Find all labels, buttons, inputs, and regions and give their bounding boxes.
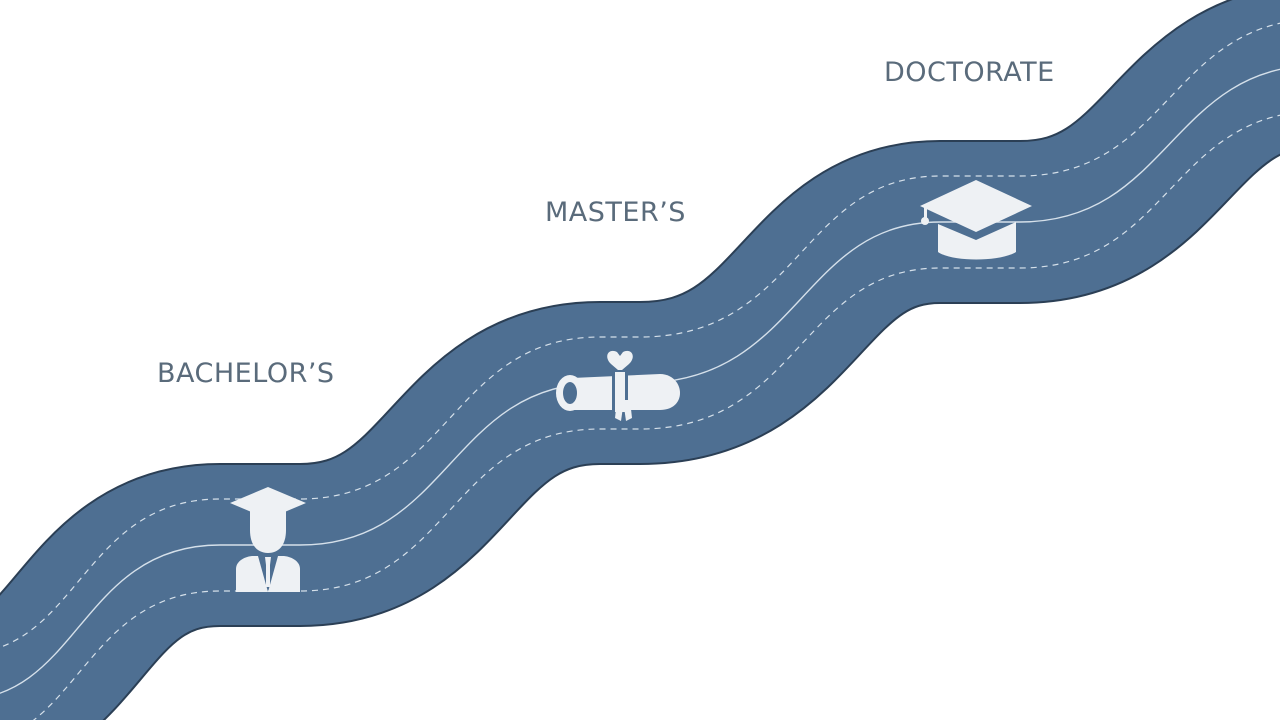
stage-label-bachelor: BACHELOR’S (157, 358, 335, 389)
stage-label-master: MASTER’S (545, 197, 686, 228)
graduate-person-icon (230, 487, 306, 592)
mortarboard-cap-icon (920, 180, 1032, 260)
stage-label-doctorate: DOCTORATE (884, 57, 1055, 88)
diploma-scroll-icon (556, 350, 680, 421)
